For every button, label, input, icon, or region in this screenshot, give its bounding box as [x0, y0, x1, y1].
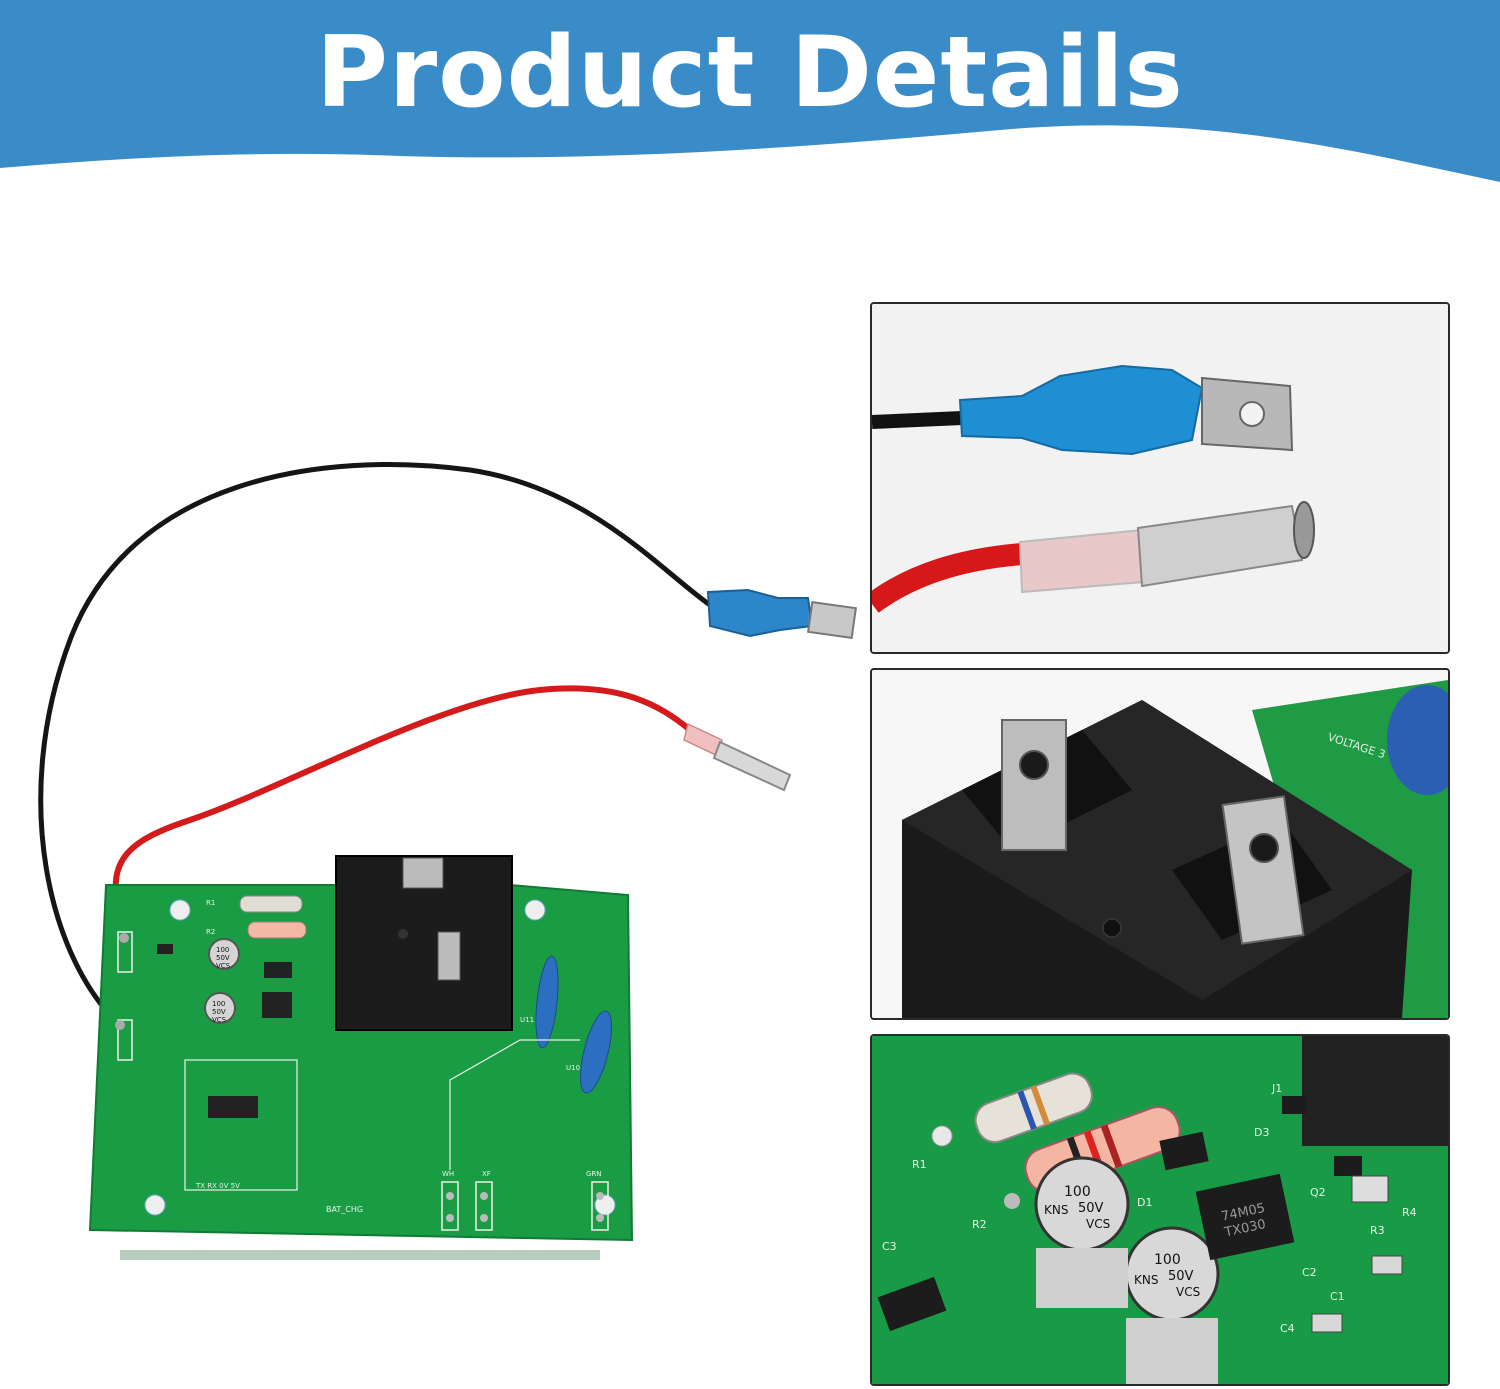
- silk-u11: U11: [520, 1016, 534, 1024]
- silk-grn: GRN: [586, 1170, 602, 1178]
- cap-top-kns: KNS: [1044, 1203, 1068, 1217]
- cap-bottom-kns: KNS: [1134, 1273, 1158, 1287]
- components-illustration: 100 50V VCS KNS 100 50V VCS KNS 74M05 TX…: [872, 1036, 1448, 1384]
- silk-d3: D3: [1254, 1126, 1269, 1139]
- blue-terminal: [706, 588, 858, 640]
- detail-image-relay: VOLTAGE 3: [870, 668, 1450, 1020]
- silk-c4: C4: [1280, 1322, 1295, 1335]
- silk-c1: C1: [1330, 1290, 1345, 1303]
- silk-r1: R1: [912, 1158, 927, 1171]
- silk-r3: R3: [1370, 1224, 1385, 1237]
- terminals-illustration: [872, 304, 1448, 652]
- silk-xf: XF: [482, 1170, 491, 1178]
- cap2-label-1: 100: [212, 1000, 225, 1008]
- pcb: 100 50V VCS 100 50V VCS: [88, 855, 634, 1260]
- silk-q2: Q2: [1310, 1186, 1326, 1199]
- silk-bat-chg: BAT_CHG: [326, 1205, 363, 1214]
- cap-bottom-50v: 50V: [1168, 1269, 1194, 1284]
- page-title: Product Details: [316, 16, 1184, 130]
- detail-image-terminals: [870, 302, 1450, 654]
- cap1-label-1: 100: [216, 946, 229, 954]
- cap-top-50v: 50V: [1078, 1201, 1104, 1216]
- relay-illustration: VOLTAGE 3: [872, 670, 1448, 1018]
- banner-wave-shape: [0, 0, 1500, 182]
- silk-j1: J1: [1271, 1082, 1282, 1095]
- silk-r4: R4: [1402, 1206, 1417, 1219]
- detail-image-components: 100 50V VCS KNS 100 50V VCS KNS 74M05 TX…: [870, 1034, 1450, 1386]
- silk-c2: C2: [1302, 1266, 1317, 1279]
- cap-top-vcs: VCS: [1086, 1217, 1110, 1231]
- header-banner: Product Details: [0, 0, 1500, 200]
- cap1-label-2: 50V: [216, 954, 230, 962]
- silk-wh: WH: [442, 1170, 454, 1178]
- silk-r1: R1: [206, 899, 215, 907]
- cap-top-100: 100: [1064, 1184, 1091, 1200]
- cap2-label-3: VCS: [212, 1016, 227, 1024]
- silk-pins: TX RX 0V 5V: [195, 1182, 240, 1190]
- cap1-label-3: VCS: [216, 962, 231, 970]
- silk-u10: U10: [566, 1064, 580, 1072]
- cap-bottom-vcs: VCS: [1176, 1285, 1200, 1299]
- cap-bottom-100: 100: [1154, 1252, 1181, 1268]
- silk-d1: D1: [1137, 1196, 1152, 1209]
- silver-terminal: [683, 722, 792, 792]
- main-product-image: 100 50V VCS 100 50V VCS: [20, 440, 860, 1260]
- pcb-board-illustration: 100 50V VCS 100 50V VCS: [38, 462, 858, 1260]
- silk-c3: C3: [882, 1240, 897, 1253]
- cap2-label-2: 50V: [212, 1008, 226, 1016]
- silk-r2: R2: [206, 928, 215, 936]
- silk-r2: R2: [972, 1218, 987, 1231]
